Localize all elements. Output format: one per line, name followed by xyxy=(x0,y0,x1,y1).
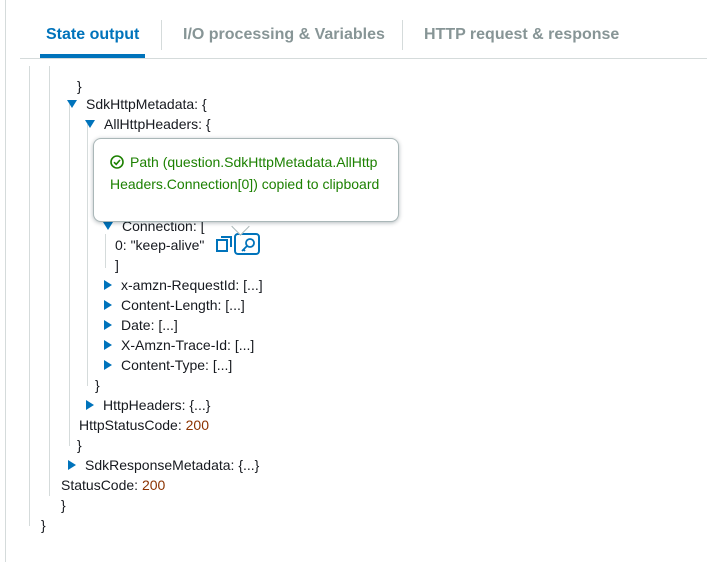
number-value: 200 xyxy=(141,477,166,493)
caret-down-icon[interactable] xyxy=(67,100,77,109)
node-x-amzn-trace-id[interactable]: X-Amzn-Trace-Id: [...] xyxy=(103,335,254,355)
node-connection[interactable]: Connection: [ xyxy=(103,216,205,236)
tab-divider xyxy=(402,20,403,50)
node-status-code: StatusCode: 200 xyxy=(61,475,165,495)
number-value: 200 xyxy=(185,417,209,433)
check-circle-icon xyxy=(110,155,124,169)
closing-brace: } xyxy=(77,437,82,453)
tab-io-processing-variables[interactable]: I/O processing & Variables xyxy=(183,26,385,43)
node-sdk-response-metadata[interactable]: SdkResponseMetadata: {...} xyxy=(67,455,259,475)
tab-http-request-response[interactable]: HTTP request & response xyxy=(424,26,620,43)
node-label: SdkResponseMetadata: {...} xyxy=(85,457,260,473)
node-label: SdkHttpMetadata: { xyxy=(86,96,207,112)
caret-down-icon[interactable] xyxy=(85,120,95,129)
node-label: Date: [...] xyxy=(121,317,178,333)
caret-right-icon[interactable] xyxy=(86,400,94,411)
closing-brace: } xyxy=(95,377,100,393)
panel-left-border xyxy=(5,0,6,562)
json-tree-view: } SdkHttpMetadata: { AllHttpHeaders: { C… xyxy=(0,66,707,556)
key-label: StatusCode: xyxy=(61,477,139,493)
tooltip-message: Path (question.SdkHttpMetadata.AllHttpHe… xyxy=(110,154,380,192)
caret-right-icon[interactable] xyxy=(104,360,112,371)
key-label: HttpStatusCode: xyxy=(79,417,182,433)
node-content-type[interactable]: Content-Type: [...] xyxy=(103,355,232,375)
copy-icon[interactable] xyxy=(216,236,232,252)
node-label: AllHttpHeaders: { xyxy=(104,116,211,132)
tab-bar: State output I/O processing & Variables … xyxy=(20,16,707,59)
caret-right-icon[interactable] xyxy=(68,460,76,471)
tab-divider xyxy=(161,20,162,50)
indent-guide xyxy=(49,66,50,496)
caret-right-icon[interactable] xyxy=(104,340,112,351)
node-label: Content-Type: [...] xyxy=(121,357,233,373)
node-all-http-headers[interactable]: AllHttpHeaders: { xyxy=(85,114,211,134)
caret-right-icon[interactable] xyxy=(104,280,112,291)
copied-tooltip: Path (question.SdkHttpMetadata.AllHttpHe… xyxy=(93,138,399,222)
closing-brace: } xyxy=(77,78,82,94)
node-label: Content-Length: [...] xyxy=(121,297,245,313)
closing-brace: } xyxy=(41,517,46,533)
indent-guide xyxy=(87,124,88,386)
indent-guide xyxy=(105,234,106,268)
closing-brace: } xyxy=(61,497,66,513)
node-content-length[interactable]: Content-Length: [...] xyxy=(103,295,245,315)
node-http-status-code: HttpStatusCode: 200 xyxy=(79,415,209,435)
node-http-headers[interactable]: HttpHeaders: {...} xyxy=(85,395,210,415)
node-label: X-Amzn-Trace-Id: [...] xyxy=(121,337,255,353)
tab-state-output[interactable]: State output xyxy=(39,16,146,58)
copy-path-button[interactable] xyxy=(234,233,260,255)
node-label: x-amzn-RequestId: [...] xyxy=(121,277,263,293)
indent-guide xyxy=(29,66,30,526)
key-icon xyxy=(241,238,255,252)
array-index: 0: xyxy=(115,237,127,253)
closing-bracket: ] xyxy=(115,257,119,273)
node-connection-item-0[interactable]: 0: "keep-alive" xyxy=(115,235,204,255)
node-date[interactable]: Date: [...] xyxy=(103,315,178,335)
node-x-amzn-request-id[interactable]: x-amzn-RequestId: [...] xyxy=(103,275,263,295)
caret-down-icon[interactable] xyxy=(103,222,113,231)
string-value: "keep-alive" xyxy=(130,237,205,253)
node-label: HttpHeaders: {...} xyxy=(103,397,211,413)
caret-right-icon[interactable] xyxy=(104,320,112,331)
node-label: Connection: [ xyxy=(122,218,205,234)
indent-guide xyxy=(69,104,70,446)
tooltip-message-row: Path (question.SdkHttpMetadata.AllHttpHe… xyxy=(110,151,386,195)
caret-right-icon[interactable] xyxy=(104,300,112,311)
node-sdk-http-metadata[interactable]: SdkHttpMetadata: { xyxy=(67,94,207,114)
